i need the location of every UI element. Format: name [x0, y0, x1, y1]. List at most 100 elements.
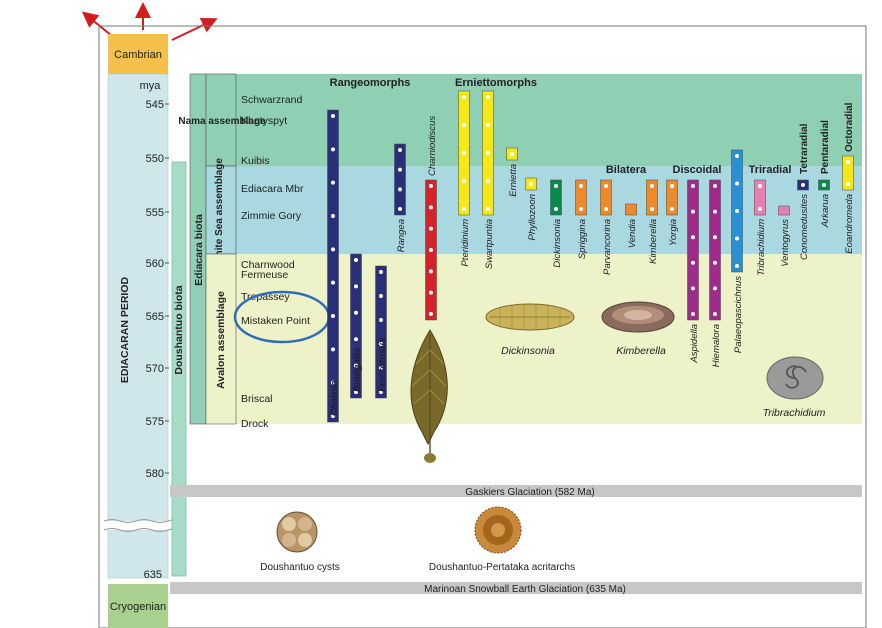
taxon-charnia: Charnia: [328, 110, 341, 422]
swartpuntia-occurrence-dot: [486, 179, 490, 183]
vendia-label: Vendia: [627, 219, 638, 248]
taxon-spriggina: Spriggina: [576, 180, 589, 259]
parvancorina-label: Parvancorina: [602, 219, 613, 275]
taxon-fractofusus: Fractofusus: [376, 266, 389, 398]
taxon-charniodiscus: Charniodiscus: [426, 116, 439, 320]
spriggina-label: Spriggina: [577, 219, 588, 259]
axis-tick-label: 560: [146, 258, 164, 270]
locality-label: Ediacara Mbr: [241, 183, 304, 195]
fractofusus-occurrence-dot: [379, 270, 383, 274]
taxon-aspidella: Aspidella: [688, 180, 701, 364]
locality-label: Schwarzrand: [241, 94, 302, 106]
axis-tick-label: 575: [146, 416, 164, 428]
hiemalora-occurrence-dot: [713, 210, 717, 214]
ediacara-biota-label: Ediacara biota: [193, 214, 205, 286]
locality-label: Mistaken Point: [241, 315, 310, 327]
bradgatia-occurrence-dot: [354, 258, 358, 262]
avalon-band: [190, 254, 862, 424]
conomedusites-label: Conomedusites: [799, 194, 810, 260]
spriggina-occurrence-dot: [579, 184, 583, 188]
locality-label: Khatyspyt: [241, 115, 287, 127]
charnia-occurrence-dot: [331, 347, 335, 351]
taxon-pteridinium: Pteridinium: [459, 91, 472, 267]
palaeopascichnus-occurrence-dot: [735, 154, 739, 158]
ernietta-label: Ernietta: [508, 164, 519, 197]
fractofusus-label: Fractofusus: [377, 338, 388, 392]
aspidella-occurrence-dot: [691, 261, 695, 265]
charniodiscus-occurrence-dot: [429, 269, 433, 273]
parvancorina-occurrence-dot: [604, 207, 608, 211]
locality-label: Kuibis: [241, 155, 270, 167]
taxon-dickinsonia: Dickinsonia: [551, 180, 564, 268]
charniodiscus-occurrence-dot: [429, 312, 433, 316]
kimberella-label: Kimberella: [648, 219, 659, 264]
taxon-parvancorina: Parvancorina: [601, 180, 614, 275]
rangea-range-bar: [395, 144, 406, 215]
charniodiscus-occurrence-dot: [429, 184, 433, 188]
axis-tick-label: 570: [146, 363, 164, 375]
axis-tick-label: 565: [146, 311, 164, 323]
charnia-range-bar: [328, 110, 339, 422]
dickinsonia-occurrence-dot: [554, 184, 558, 188]
yorgia-occurrence-dot: [670, 207, 674, 211]
palaeopascichnus-occurrence-dot: [735, 237, 739, 241]
aspidella-range-bar: [688, 180, 699, 320]
bradgatia-occurrence-dot: [354, 284, 358, 288]
erniettomorphs-heading: Erniettomorphs: [455, 77, 537, 89]
aspidella-occurrence-dot: [691, 286, 695, 290]
taxon-ernietta: Ernietta: [507, 148, 520, 197]
locality-label: Briscal: [241, 393, 273, 405]
aspidella-occurrence-dot: [691, 184, 695, 188]
axis-tick-label-bottom: 635: [144, 569, 162, 581]
charniodiscus-occurrence-dot: [429, 205, 433, 209]
locality-label: Zimmie Gory: [241, 210, 302, 222]
white-sea-assemblage-label: White Sea assemblage: [214, 158, 225, 266]
tribrachidium-label: Tribrachidium: [756, 219, 767, 276]
rangea-occurrence-dot: [398, 148, 402, 152]
rangea-occurrence-dot: [398, 168, 402, 172]
acritarch-illustration: [475, 507, 521, 553]
charnia-occurrence-dot: [331, 214, 335, 218]
rangea-occurrence-dot: [398, 187, 402, 191]
aspidella-occurrence-dot: [691, 312, 695, 316]
rangea-occurrence-dot: [398, 207, 402, 211]
doushantuo-biota-label: Doushantuo biota: [173, 285, 185, 374]
bradgatia-occurrence-dot: [354, 337, 358, 341]
kimberella-specimen-label: Kimberella: [616, 345, 666, 357]
rangea-label: Rangea: [396, 219, 407, 252]
yorgia-label: Yorgia: [668, 219, 679, 246]
hiemalora-occurrence-dot: [713, 184, 717, 188]
axis-tick-label: 580: [146, 468, 164, 480]
dickinsonia-occurrence-dot: [554, 207, 558, 211]
discoidal-heading: Discoidal: [673, 164, 722, 176]
aspidella-label: Aspidella: [689, 324, 700, 364]
pteridinium-label: Pteridinium: [460, 219, 471, 267]
charnia-label: Charnia: [329, 381, 340, 416]
taxon-vendia: Vendia: [626, 204, 639, 248]
ventogyrus-label: Ventogyrus: [780, 219, 791, 267]
pteridinium-occurrence-dot: [462, 207, 466, 211]
dickinsonia-illustration: [486, 304, 574, 330]
phyllozoon-label: Phyllozoon: [527, 194, 538, 240]
rangeomorphs-heading: Rangeomorphs: [330, 77, 411, 89]
hiemalora-occurrence-dot: [713, 312, 717, 316]
charniodiscus-occurrence-dot: [429, 291, 433, 295]
phyllozoon-occurrence-dot: [529, 182, 533, 186]
taxon-yorgia: Yorgia: [667, 180, 680, 246]
bilatera-heading: Bilatera: [606, 164, 647, 176]
ventogyrus-range-bar: [779, 206, 790, 215]
octoradial-heading: Octoradial: [844, 102, 855, 152]
swartpuntia-occurrence-dot: [486, 123, 490, 127]
taxon-eoandromeda: Eoandromeda: [843, 156, 856, 254]
parvancorina-occurrence-dot: [604, 184, 608, 188]
cambrian-label: Cambrian: [114, 49, 162, 61]
tribrachidium-illustration: [767, 357, 823, 399]
palaeopascichnus-occurrence-dot: [735, 209, 739, 213]
hiemalora-range-bar: [710, 180, 721, 320]
acritarchs-label: Doushantuo-Pertataka acritarchs: [429, 562, 575, 573]
dickinsonia-specimen-label: Dickinsonia: [501, 345, 555, 357]
conomedusites-occurrence-dot: [801, 183, 805, 187]
swartpuntia-occurrence-dot: [486, 207, 490, 211]
palaeopascichnus-label: Palaeopascichnus: [733, 276, 744, 353]
